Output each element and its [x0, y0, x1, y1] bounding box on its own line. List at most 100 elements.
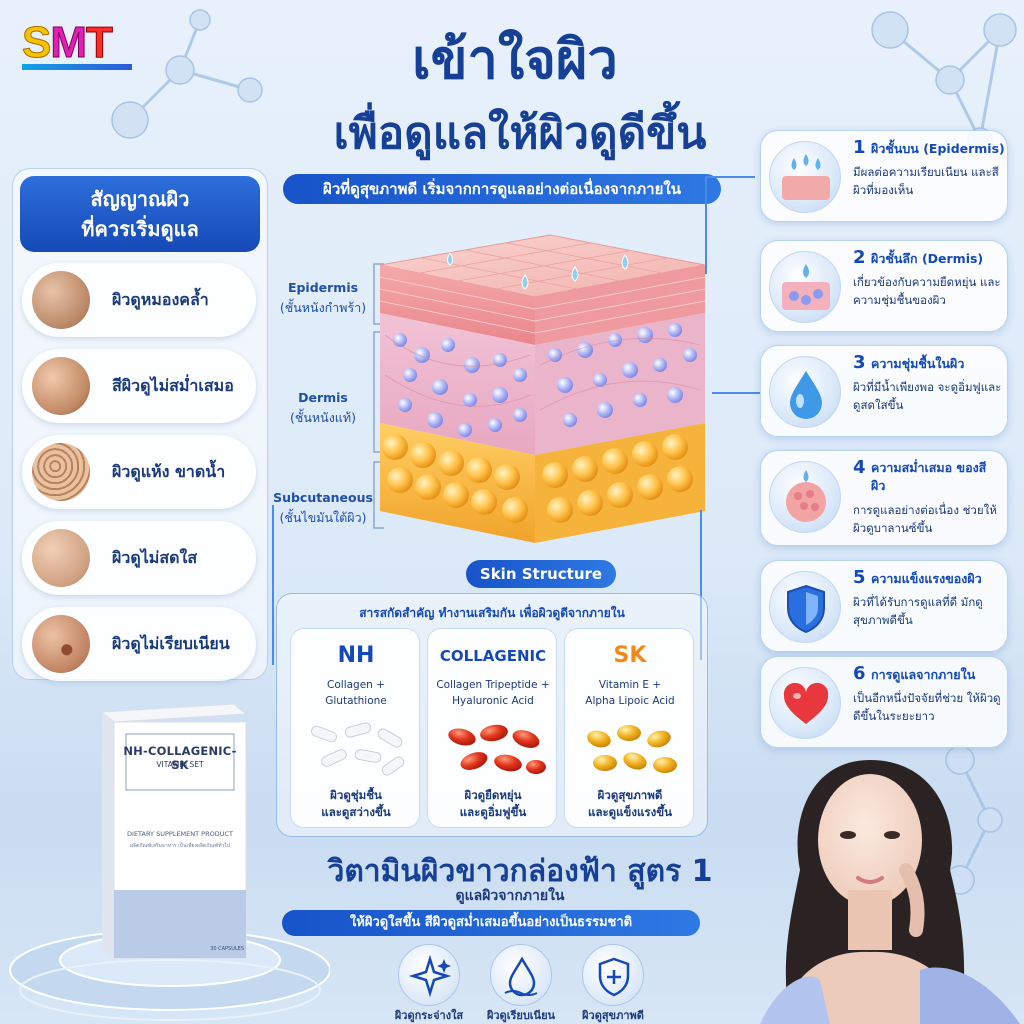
- layer-thai-name: (ชั้นหนังแท้): [290, 410, 356, 425]
- fact-description: เป็นอีกหนึ่งปัจจัยที่ช่วย ให้ผิวดูดีขึ้น…: [853, 691, 1001, 723]
- skin-sign-label: ผิวดูหมองคล้ำ: [112, 290, 209, 309]
- fact-description: ผิวที่ได้รับการดูแลที่ดี มักดูสุขภาพดีขึ…: [853, 595, 983, 627]
- product-box: NH-COLLAGENIC-SK VITAMIN SET DIETARY SUP…: [88, 700, 248, 962]
- skin-sign-label: ผิวดูไม่เรียบเนียน: [112, 634, 230, 653]
- skin-signs-title: สัญญาณผิว ที่ควรเริ่มดูแล: [20, 176, 260, 252]
- ingredient-benefit-line: ผิวดูชุ่มชื้น: [330, 788, 382, 802]
- ingredient-composition: Collagen +Glutathione: [291, 677, 421, 709]
- ingredient-sub-line: Alpha Lipoic Acid: [585, 695, 675, 707]
- fact-number: 5: [853, 567, 866, 588]
- subheadline-pill: ผิวที่ดูสุขภาพดี เริ่มจากการดูแลอย่างต่อ…: [283, 174, 721, 204]
- skin-sign-item: ผิวดูไม่สดใส: [22, 521, 256, 595]
- fact-card-hydration: 3 ความชุ่มชื้นในผิว ผิวที่มีน้ำเพียงพอ จ…: [760, 345, 1008, 437]
- ingredient-benefit-line: และดูอิ่มฟูขึ้น: [459, 805, 527, 819]
- fact-description: การดูแลอย่างต่อเนื่อง ช่วยให้ผิวดูบาลานซ…: [853, 503, 997, 535]
- skin-signs-title-line2: ที่ควรเริ่มดูแล: [81, 217, 199, 241]
- skin-sign-label: ผิวดูแห้ง ขาดน้ำ: [112, 462, 226, 481]
- model-portrait: [760, 760, 1020, 1024]
- water-drop-icon: [769, 356, 841, 428]
- ingredient-benefit: ผิวดูสุขภาพดีและดูแข็งแรงขึ้น: [565, 787, 695, 821]
- white-capsules-icon: [310, 722, 405, 776]
- ingredient-card-sk: SK Vitamin E +Alpha Lipoic Acid ผิวดูสุข…: [564, 628, 694, 828]
- connector-line: [712, 392, 760, 394]
- ingredient-name: NH: [337, 643, 375, 668]
- fact-card-epidermis: 1 ผิวชั้นบน (Epidermis) มีผลต่อความเรียบ…: [760, 130, 1008, 222]
- ingredient-card-collagenic: COLLAGENIC Collagen Tripeptide + Hyaluron…: [427, 628, 557, 828]
- skin-texture-icon: [32, 615, 90, 673]
- drop-icon: [490, 944, 552, 1006]
- fact-card-dermis: 2 ผิวชั้นลึก (Dermis) เกี่ยวข้องกับความย…: [760, 240, 1008, 332]
- fact-number: 2: [853, 247, 866, 268]
- skin-cells-icon: [769, 461, 841, 533]
- connector-line: [705, 176, 707, 274]
- ingredient-name: COLLAGENIC: [439, 647, 547, 665]
- connector-line: [700, 510, 702, 660]
- layer-label-subcutaneous: Subcutaneous (ชั้นไขมันใต้ผิว): [268, 488, 378, 528]
- molecule-decoration-top-left: [111, 9, 263, 139]
- connector-line: [705, 176, 755, 178]
- layer-label-epidermis: Epidermis (ชั้นหนังกำพร้า): [268, 278, 378, 318]
- layer-name: Dermis: [298, 390, 348, 405]
- connector-line: [272, 505, 274, 665]
- layer-thai-name: (ชั้นหนังกำพร้า): [279, 300, 367, 315]
- layer-name: Subcutaneous: [273, 490, 373, 505]
- layer-thai-name: (ชั้นไขมันใต้ผิว): [279, 510, 367, 525]
- skin-texture-icon: [32, 357, 90, 415]
- benefit-label: ผิวดูเรียบเนียน: [486, 1009, 556, 1022]
- product-subname: VITAMIN SET: [156, 760, 204, 769]
- fact-card-tone: 4 ความสม่ำเสมอ ของสีผิว การดูแลอย่างต่อเ…: [760, 450, 1008, 546]
- fact-number: 1: [853, 137, 866, 158]
- benefit-label: ผิวดูกระจ่างใส: [394, 1009, 464, 1022]
- fact-card-inner-care: 6 การดูแลจากภายใน เป็นอีกหนึ่งปัจจัยที่ช…: [760, 656, 1008, 748]
- ingredient-sub-line: Collagen Tripeptide +: [436, 679, 550, 691]
- product-tagline-subtitle: ดูแลผิวจากภายใน: [455, 888, 565, 904]
- fact-card-strength: 5 ความแข็งแรงของผิว ผิวที่ได้รับการดูแลท…: [760, 560, 1008, 652]
- ingredient-card-nh: NH Collagen +Glutathione ผิวดูชุ่มชื้นแล…: [290, 628, 420, 828]
- dermis-layer-icon: [769, 251, 841, 323]
- headline-line1: เข้าใจผิว: [412, 28, 618, 91]
- fact-description: เกี่ยวข้องกับความยืดหยุ่น และความชุ่มชื้…: [853, 275, 1001, 307]
- skin-texture-icon: [32, 443, 90, 501]
- skin-texture-icon: [32, 529, 90, 587]
- ingredients-title: สารสกัดสำคัญ ทำงานเสริมกัน เพื่อผิวดูดีจ…: [359, 606, 625, 620]
- product-type: DIETARY SUPPLEMENT PRODUCT: [127, 830, 233, 838]
- fact-title: ความสม่ำเสมอ ของสีผิว: [871, 460, 987, 493]
- skin-structure-cube: [379, 234, 706, 543]
- fact-number: 6: [853, 663, 866, 684]
- fact-title: ความชุ่มชื้นในผิว: [871, 356, 965, 371]
- skin-structure-label: Skin Structure: [466, 560, 616, 588]
- fact-description: มีผลต่อความเรียบเนียน และสีผิวที่มองเห็น: [853, 165, 999, 197]
- skin-sign-label: ผิวดูไม่สดใส: [112, 548, 198, 567]
- product-capsule-count: 30 CAPSULES: [210, 946, 244, 952]
- shield-icon: [769, 571, 841, 643]
- ingredient-benefit-line: และดูสว่างขึ้น: [321, 805, 391, 819]
- fact-number: 3: [853, 352, 866, 373]
- skin-sign-item: สีผิวดูไม่สม่ำเสมอ: [22, 349, 256, 423]
- product-name: NH-COLLAGENIC-SK: [123, 744, 237, 772]
- fact-description: ผิวที่มีน้ำเพียงพอ จะดูอิ่มฟูและดูสดใสขึ…: [853, 380, 1002, 412]
- brand-logo: SMT: [21, 18, 132, 70]
- fact-title: การดูแลจากภายใน: [871, 667, 976, 682]
- product-tagline-title: วิตามินผิวขาวกล่องฟ้า สูตร 1: [327, 854, 713, 889]
- product-fine-print: ผลิตภัณฑ์เสริมอาหาร เป็นเพียงผลิตภัณฑ์ทั…: [129, 843, 231, 849]
- fact-title: ความแข็งแรงของผิว: [871, 571, 982, 586]
- ingredient-benefit-line: ผิวดูยืดหยุ่น: [464, 788, 522, 802]
- ingredient-sub-line: Hyaluronic Acid: [452, 695, 534, 707]
- ingredient-benefit: ผิวดูยืดหยุ่นและดูอิ่มฟูขึ้น: [428, 787, 558, 821]
- skin-sign-item: ผิวดูแห้ง ขาดน้ำ: [22, 435, 256, 509]
- heart-icon: [769, 667, 841, 739]
- headline-line2: เพื่อดูแลให้ผิวดูดีขึ้น: [333, 108, 707, 159]
- yellow-softgels-icon: [587, 725, 677, 773]
- logo-letter-t: T: [86, 18, 114, 68]
- benefit-label: ผิวดูสุขภาพดี: [582, 1009, 644, 1022]
- ingredient-sub-line: Vitamin E +: [598, 679, 662, 691]
- logo-letter-s: S: [21, 18, 51, 68]
- fact-title: ผิวชั้นบน (Epidermis): [871, 141, 1005, 156]
- product-tagline-pill: ให้ผิวดูใสขึ้น สีผิวดูสม่ำเสมอขึ้นอย่างเ…: [282, 910, 700, 936]
- ingredient-composition: Collagen Tripeptide + Hyaluronic Acid: [428, 677, 558, 709]
- layer-label-dermis: Dermis (ชั้นหนังแท้): [268, 388, 378, 428]
- ingredient-benefit-line: และดูแข็งแรงขึ้น: [588, 805, 672, 819]
- skin-sign-item: ผิวดูไม่เรียบเนียน: [22, 607, 256, 681]
- skin-texture-icon: [32, 271, 90, 329]
- ingredient-benefit: ผิวดูชุ่มชื้นและดูสว่างขึ้น: [291, 787, 421, 821]
